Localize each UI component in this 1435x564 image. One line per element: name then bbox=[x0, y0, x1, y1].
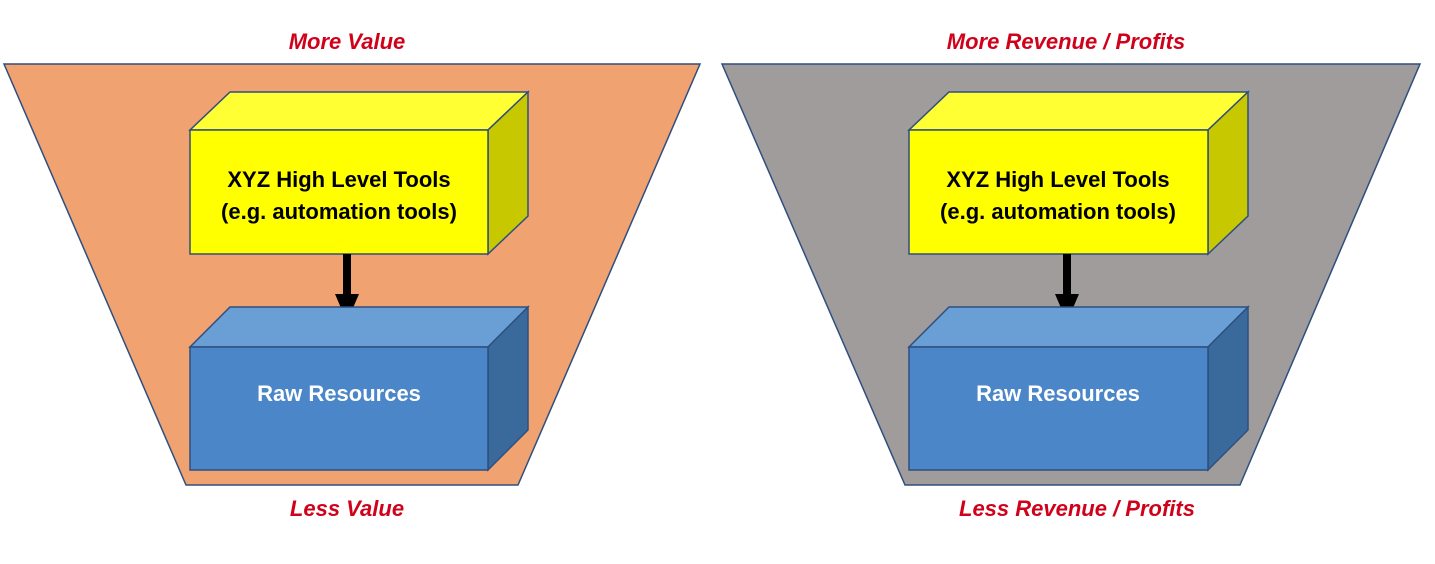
tool-box-left-front-face bbox=[189, 129, 489, 255]
panel-right-top-label: More Revenue / Profits bbox=[947, 29, 1185, 54]
tool-box-left-line2: (e.g. automation tools) bbox=[221, 199, 457, 224]
tool-box-left-top-face bbox=[188, 91, 530, 131]
tool-box-right-line1: XYZ High Level Tools bbox=[946, 167, 1169, 192]
resource-box-right-top-face bbox=[907, 306, 1250, 348]
arrow-left-shaft bbox=[343, 254, 351, 296]
panel-right-bottom-label: Less Revenue / Profits bbox=[959, 496, 1195, 521]
arrow-right-shaft bbox=[1063, 254, 1071, 296]
panel-left: More Value XYZ High Level Tools (e.g. au… bbox=[2, 29, 702, 521]
tool-box-right: XYZ High Level Tools (e.g. automation to… bbox=[907, 90, 1250, 256]
tool-box-right-line2: (e.g. automation tools) bbox=[940, 199, 1176, 224]
resource-box-right-label: Raw Resources bbox=[976, 381, 1140, 406]
tool-box-left-line1: XYZ High Level Tools bbox=[227, 167, 450, 192]
resource-box-left-front-face bbox=[189, 346, 489, 471]
resource-box-left: Raw Resources bbox=[188, 305, 530, 472]
resource-box-left-label: Raw Resources bbox=[257, 381, 421, 406]
resource-box-left-top-face bbox=[188, 306, 530, 348]
panel-left-bottom-label: Less Value bbox=[290, 496, 404, 521]
panel-right: More Revenue / Profits XYZ High Level To… bbox=[720, 29, 1422, 521]
panel-left-top-label: More Value bbox=[289, 29, 406, 54]
tool-box-left: XYZ High Level Tools (e.g. automation to… bbox=[188, 90, 530, 256]
resource-box-right: Raw Resources bbox=[907, 305, 1250, 472]
tool-box-right-front-face bbox=[908, 129, 1209, 255]
resource-box-right-front-face bbox=[908, 346, 1209, 471]
tool-box-right-top-face bbox=[907, 91, 1250, 131]
